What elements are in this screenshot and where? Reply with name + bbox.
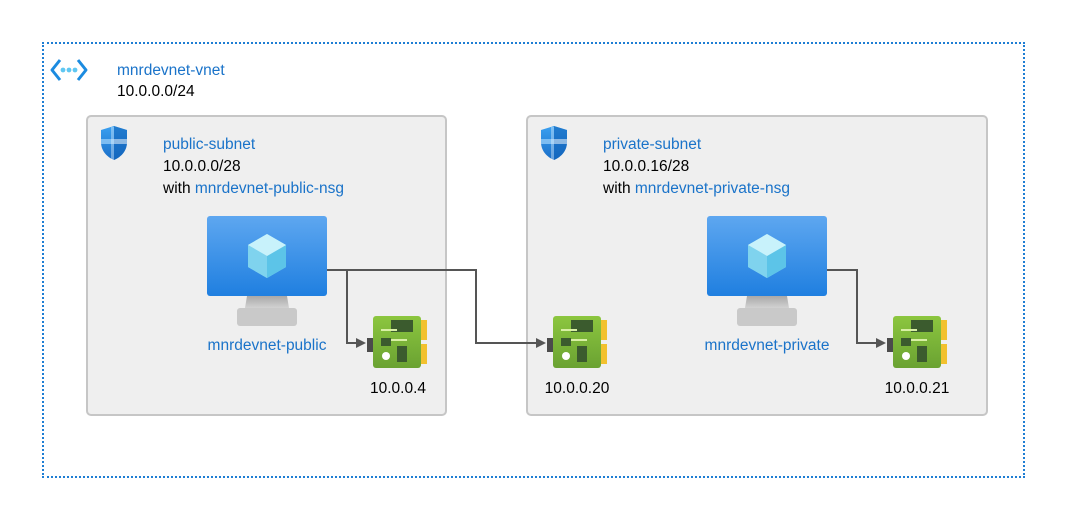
public-subnet-name[interactable]: public-subnet <box>163 136 256 153</box>
public-subnet-cidr: 10.0.0.0/28 <box>163 158 241 175</box>
vnet-name[interactable]: mnrdevnet-vnet <box>117 62 225 79</box>
public-nic-ip: 10.0.0.4 <box>369 380 427 397</box>
private-nic-ip: 10.0.0.21 <box>884 380 950 397</box>
private-secondary-nic-ip: 10.0.0.20 <box>544 380 610 397</box>
connector-public-vm-to-private-secondary-nic <box>327 269 546 348</box>
public-nsg-link[interactable]: mnrdevnet-public-nsg <box>194 180 344 197</box>
vnet-container <box>42 42 1025 478</box>
private-subnet-cidr: 10.0.0.16/28 <box>603 158 690 175</box>
public-vm-name[interactable]: mnrdevnet-public <box>207 337 327 354</box>
with-label: with <box>603 180 631 197</box>
public-subnet-nsg-line: with mnrdevnet-public-nsg <box>163 178 344 199</box>
private-vm-name[interactable]: mnrdevnet-private <box>704 337 830 354</box>
vnet-icon <box>50 59 88 81</box>
private-nsg-link[interactable]: mnrdevnet-private-nsg <box>634 180 790 197</box>
vnet-cidr: 10.0.0.0/24 <box>117 83 195 100</box>
with-label: with <box>163 180 191 197</box>
connector-private-vm-to-private-nic <box>827 269 886 348</box>
private-subnet-name[interactable]: private-subnet <box>603 136 702 153</box>
private-subnet-nsg-line: with mnrdevnet-private-nsg <box>603 178 790 199</box>
connector-public-vm-to-public-nic <box>327 269 366 348</box>
